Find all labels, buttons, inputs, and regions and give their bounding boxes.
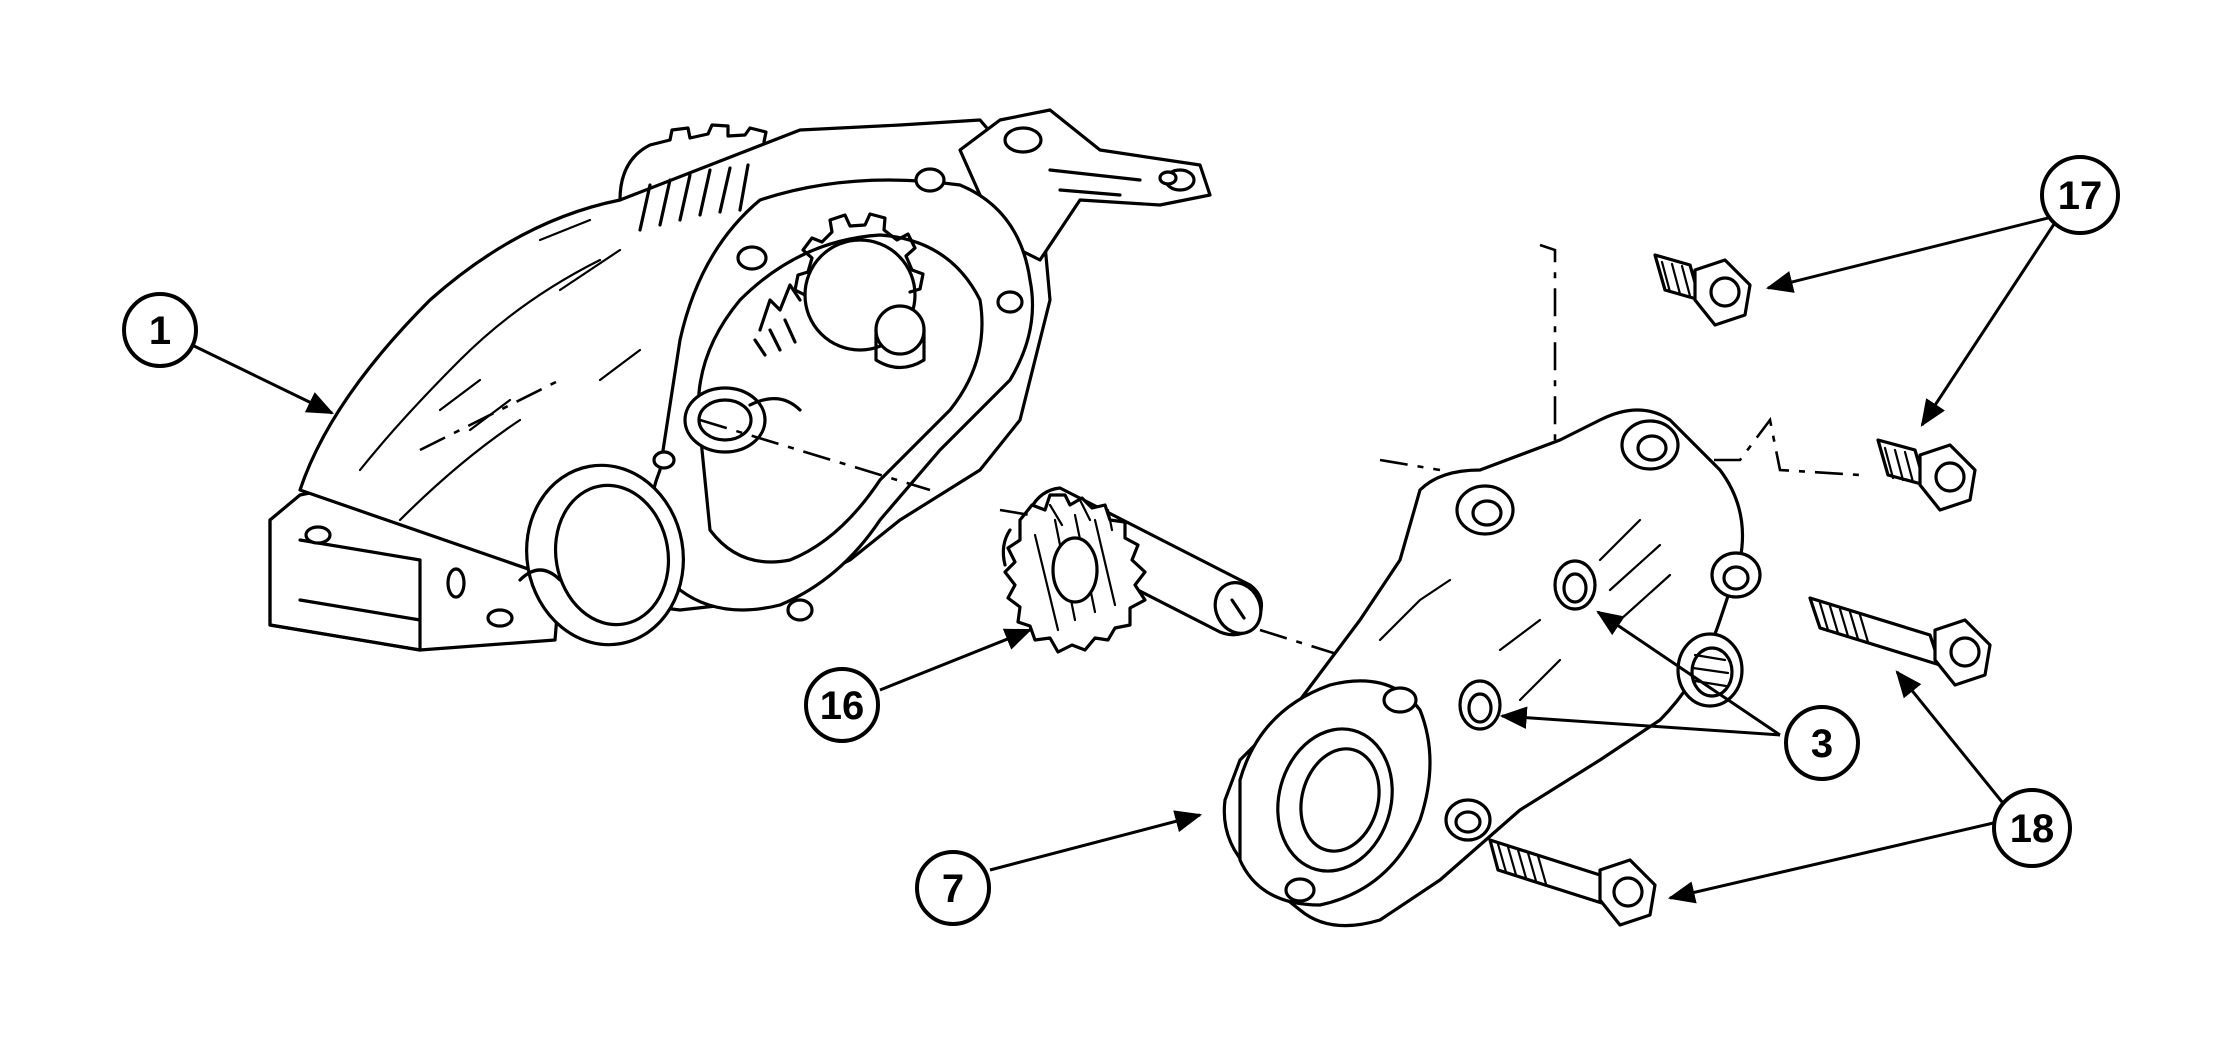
callout-1-label: 1: [149, 309, 171, 353]
leader-lines: [191, 213, 2062, 904]
callout-18-label: 18: [2010, 807, 2055, 851]
leader-18a: [1895, 670, 2017, 819]
callout-7-label: 7: [942, 867, 964, 911]
leader-16: [879, 628, 1033, 692]
leader-3b: [1499, 706, 1781, 737]
leader-3a: [1596, 610, 1781, 737]
idler-gear: [1001, 486, 1263, 654]
callout-18: 18: [1992, 788, 2072, 868]
long-capscrew-lower: [1488, 838, 1657, 927]
leader-18b: [1667, 816, 2016, 904]
oil-pump-cover: [1222, 408, 1762, 928]
callout-17-label: 17: [2058, 174, 2103, 218]
long-capscrew-upper: [1808, 596, 1992, 687]
callout-16: 16: [804, 667, 880, 743]
leader-17a: [1765, 213, 2061, 293]
assembly-centerline: [699, 418, 1341, 657]
leader-1: [191, 343, 335, 415]
short-capscrew-upper: [1653, 253, 1752, 327]
callout-3-label: 3: [1811, 722, 1833, 766]
leader-17b: [1920, 214, 2062, 427]
leader-7: [989, 810, 1203, 872]
callout-17: 17: [2040, 155, 2120, 235]
pump-housing: [268, 108, 1212, 652]
callout-1: 1: [122, 292, 198, 368]
bolt-centerline-right: [1660, 416, 1861, 477]
callout-16-label: 16: [820, 684, 865, 728]
callout-7: 7: [915, 850, 991, 926]
callout-3: 3: [1784, 705, 1860, 781]
short-capscrew-lower: [1876, 438, 1977, 512]
